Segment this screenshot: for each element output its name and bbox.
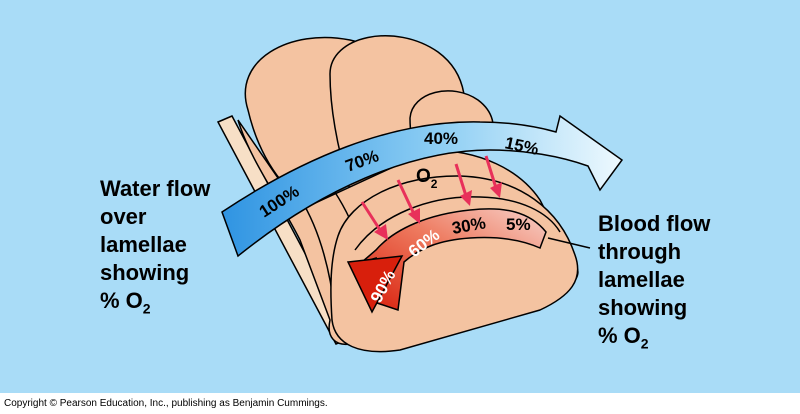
caption-line: % O2 — [598, 323, 649, 352]
blood-percent-label: 5% — [506, 215, 531, 234]
blood-caption-leader — [547, 237, 591, 249]
caption-line: % O2 — [100, 288, 151, 317]
caption-line: showing — [598, 295, 688, 320]
copyright-notice: Copyright © Pearson Education, Inc., pub… — [4, 398, 328, 409]
blood-flow-arrow — [346, 208, 547, 314]
diffusion-arrow — [396, 179, 420, 224]
caption-line: through — [598, 239, 682, 264]
oxygen-diffusion-arrows — [360, 155, 502, 240]
caption-line: Blood flow — [598, 211, 711, 236]
water-flow-caption: Water flow over lamellae showing % O2 — [100, 175, 210, 322]
water-flow-arrow — [221, 114, 624, 258]
blood-flow-caption: Blood flow through lamellae showing % O2 — [598, 210, 710, 357]
diffusion-arrow — [484, 155, 502, 198]
caption-line: showing — [100, 260, 190, 285]
caption-line: over — [100, 204, 147, 229]
water-percent-label: 40% — [424, 129, 458, 148]
lamellae-illustration: 100% 70% 40% 15% O2 90% 60% 30% 5% — [216, 35, 624, 353]
diffusion-arrow — [454, 163, 472, 206]
caption-line: lamellae — [598, 267, 685, 292]
caption-line: lamellae — [100, 232, 187, 257]
diffusion-arrow — [360, 201, 388, 240]
caption-line: Water flow — [100, 176, 211, 201]
oxygen-label: O2 — [416, 166, 438, 191]
